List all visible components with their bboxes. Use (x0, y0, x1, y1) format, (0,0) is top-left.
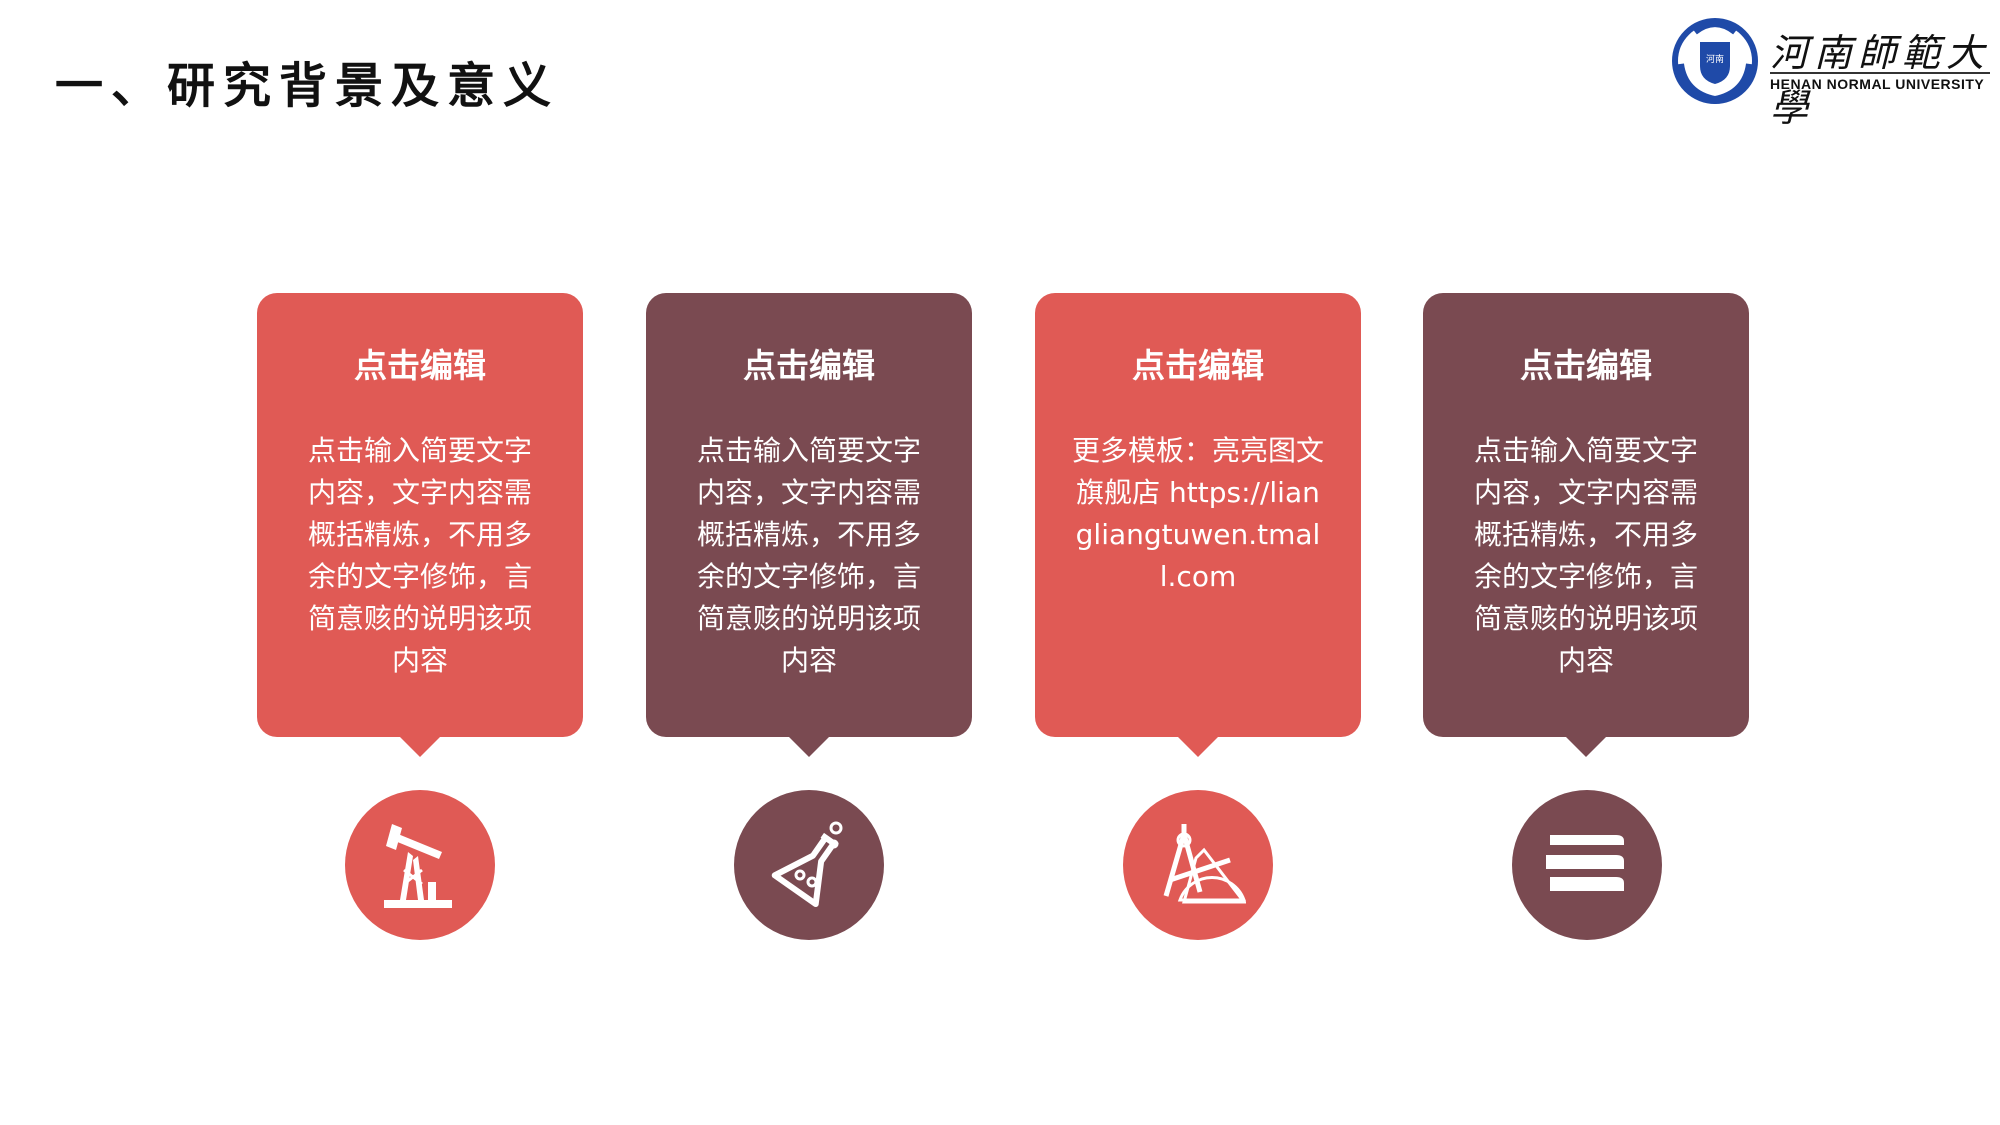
university-logo: 河南 河南師範大學 HENAN NORMAL UNIVERSITY (1670, 14, 1990, 130)
logo-divider (1770, 72, 1990, 74)
flask-icon (771, 821, 843, 907)
compass-ruler-icon (1163, 824, 1246, 904)
books-icon (1546, 835, 1624, 896)
card-3[interactable]: 点击编辑 更多模板：亮亮图文旗舰店 https://liangliangtuwe… (1035, 293, 1361, 757)
card-2[interactable]: 点击编辑 点击输入简要文字内容，文字内容需概括精炼，不用多余的文字修饰，言简意赅… (646, 293, 972, 757)
card-body: 点击输入简要文字内容，文字内容需概括精炼，不用多余的文字修饰，言简意赅的说明该项… (696, 434, 921, 677)
card-body: 点击输入简要文字内容，文字内容需概括精炼，不用多余的文字修饰，言简意赅的说明该项… (1473, 434, 1698, 677)
logo-name-en: HENAN NORMAL UNIVERSITY (1770, 76, 1985, 92)
card-title: 点击编辑 (1520, 346, 1652, 385)
university-emblem-icon: 河南 (1672, 18, 1758, 104)
card-1[interactable]: 点击编辑 点击输入简要文字内容，文字内容需概括精炼，不用多余的文字修饰，言简意赅… (257, 293, 583, 757)
card-title: 点击编辑 (743, 346, 875, 385)
page-title: 一、研究背景及意义 (55, 58, 560, 114)
card-body: 点击输入简要文字内容，文字内容需概括精炼，不用多余的文字修饰，言简意赅的说明该项… (307, 434, 532, 677)
card-title: 点击编辑 (354, 346, 486, 385)
icon-circle-1 (345, 790, 495, 940)
card-4[interactable]: 点击编辑 点击输入简要文字内容，文字内容需概括精炼，不用多余的文字修饰，言简意赅… (1423, 293, 1749, 757)
icon-circle-2 (734, 790, 884, 940)
logo-name-cn: 河南師範大學 (1770, 31, 1991, 130)
svg-text:河南: 河南 (1706, 53, 1724, 64)
card-title: 点击编辑 (1132, 346, 1264, 385)
icon-circle-4 (1512, 790, 1662, 940)
card-body: 更多模板：亮亮图文旗舰店 https://liangliangtuwen.tma… (1071, 434, 1324, 593)
oil-pump-icon (384, 824, 452, 908)
icon-circle-3 (1123, 790, 1273, 940)
